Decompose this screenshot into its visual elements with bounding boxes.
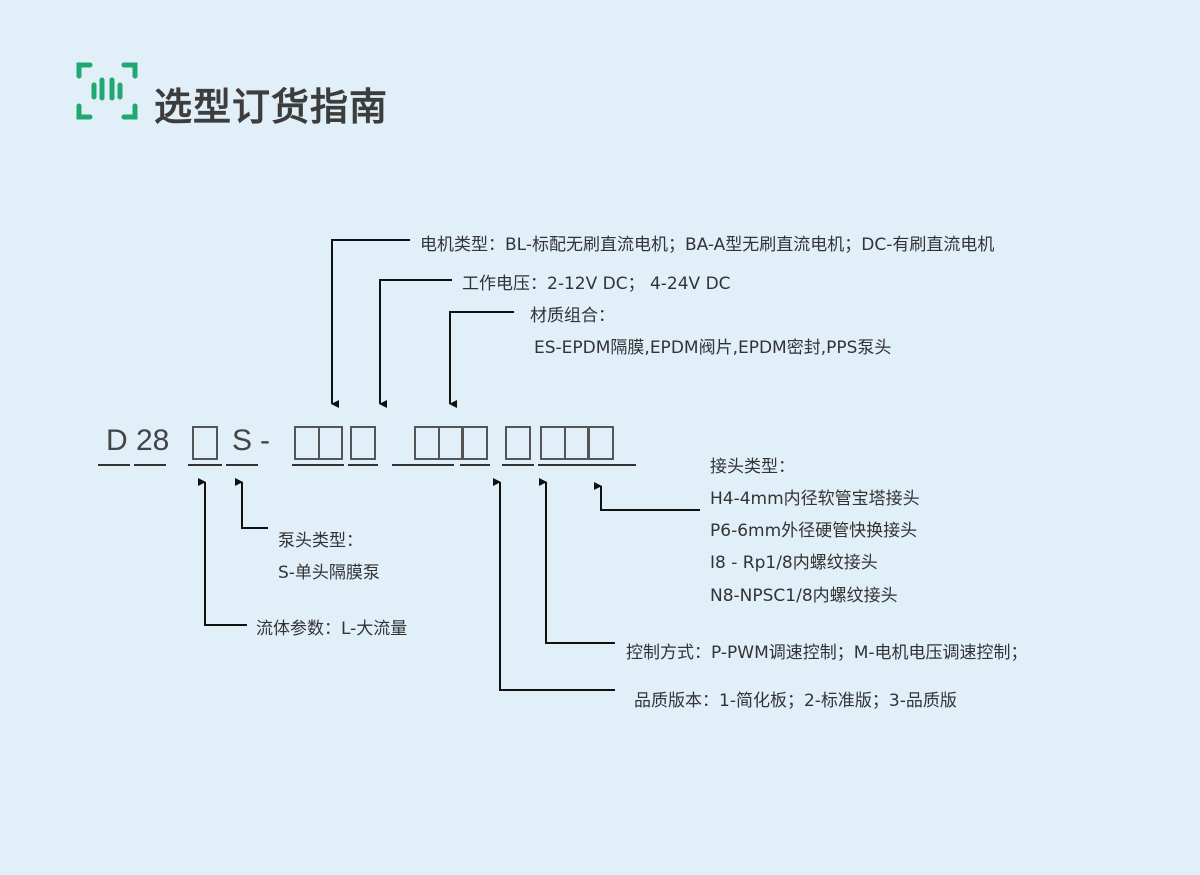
fluid-arrow bbox=[198, 478, 247, 626]
connector-item: H4-4mm内径软管宝塔接头 bbox=[710, 489, 920, 509]
slot-motor-1 bbox=[294, 426, 320, 460]
slot-voltage bbox=[350, 426, 376, 460]
slot-fluid bbox=[192, 426, 218, 460]
code-dash: - bbox=[260, 424, 270, 457]
control-label: 控制方式：P-PWM调速控制；M-电机电压调速控制； bbox=[626, 643, 1028, 663]
underline bbox=[392, 464, 454, 466]
page-title: 选型订货指南 bbox=[154, 85, 389, 129]
pumphead-arrow bbox=[235, 478, 268, 529]
voltage-arrow bbox=[379, 279, 452, 408]
code-28: 28 bbox=[136, 424, 170, 457]
slot-material-1 bbox=[414, 426, 440, 460]
header-icon bbox=[76, 60, 138, 122]
underline bbox=[188, 464, 222, 466]
connector-title: 接头类型： bbox=[710, 457, 795, 477]
material-arrow bbox=[449, 311, 514, 408]
pumphead-title: 泵头类型： bbox=[278, 531, 363, 551]
underline bbox=[134, 464, 166, 466]
motor-arrow bbox=[331, 239, 410, 408]
slot-motor-2 bbox=[318, 426, 343, 460]
code-s: S bbox=[232, 424, 253, 457]
slot-connector-2 bbox=[564, 426, 589, 460]
connector-item: P6-6mm外径硬管快换接头 bbox=[710, 521, 918, 541]
underline bbox=[226, 464, 258, 466]
code-d: D bbox=[106, 424, 128, 457]
material-value: ES-EPDM隔膜,EPDM阀片,EPDM密封,PPS泵头 bbox=[534, 338, 892, 358]
slot-connector-3 bbox=[588, 426, 614, 460]
underline bbox=[292, 464, 344, 466]
slot-material-2 bbox=[438, 426, 463, 460]
underline bbox=[98, 464, 130, 466]
pumphead-value: S-单头隔膜泵 bbox=[278, 563, 380, 583]
slot-connector-1 bbox=[540, 426, 566, 460]
connector-item: N8-NPSC1/8内螺纹接头 bbox=[710, 586, 898, 606]
motor-label: 电机类型：BL-标配无刷直流电机；BA-A型无刷直流电机；DC-有刷直流电机 bbox=[420, 235, 995, 255]
underline bbox=[502, 464, 534, 466]
connector-item: I8 - Rp1/8内螺纹接头 bbox=[710, 553, 878, 573]
barcode-scan-icon bbox=[76, 62, 138, 120]
quality-arrow bbox=[493, 478, 615, 691]
slot-quality bbox=[462, 426, 488, 460]
connector-arrow bbox=[594, 482, 700, 511]
voltage-label: 工作电压：2-12V DC； 4-24V DC bbox=[462, 274, 731, 294]
control-arrow bbox=[539, 478, 615, 644]
quality-label: 品质版本：1-简化板；2-标准版；3-品质版 bbox=[634, 691, 957, 711]
material-title: 材质组合： bbox=[530, 306, 615, 326]
fluid-label: 流体参数：L-大流量 bbox=[256, 619, 408, 639]
underline bbox=[460, 464, 490, 466]
underline bbox=[538, 464, 636, 466]
slot-control bbox=[505, 426, 531, 460]
underline bbox=[348, 464, 378, 466]
